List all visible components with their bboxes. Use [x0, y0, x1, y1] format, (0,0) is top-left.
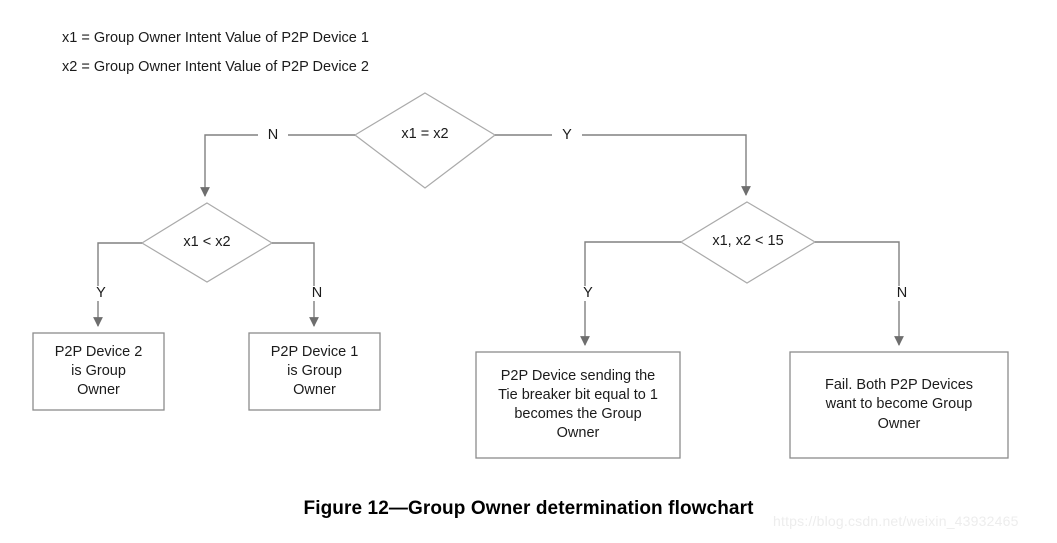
- edge-label-d3-no: N: [887, 286, 917, 301]
- box-fail-both-want-group-owner: [789, 351, 1009, 459]
- decision-x1-equals-x2: [353, 92, 497, 189]
- edge-label-d1-no: N: [258, 128, 288, 143]
- decision-x1-less-x2: [140, 202, 274, 283]
- edge-label-d2-yes: Y: [86, 286, 116, 301]
- box-p2p-device-2-is-group-owner: [32, 332, 165, 411]
- edge-d3-no: [815, 241, 904, 346]
- watermark-url: https://blog.csdn.net/weixin_43932465: [773, 513, 1019, 529]
- legend-line-x2: x2 = Group Owner Intent Value of P2P Dev…: [62, 59, 369, 75]
- legend-line-x1: x1 = Group Owner Intent Value of P2P Dev…: [62, 30, 369, 46]
- edge-d1-yes: [495, 134, 751, 196]
- box-tie-breaker-group-owner: [475, 351, 681, 459]
- edge-d3-yes: [580, 241, 681, 346]
- box-p2p-device-1-is-group-owner: [248, 332, 381, 411]
- decision-x1-x2-less-15: [679, 201, 817, 284]
- edge-d1-no: [200, 134, 355, 197]
- edge-label-d3-yes: Y: [573, 286, 603, 301]
- edge-label-d2-no: N: [302, 286, 332, 301]
- edge-d2-no: [272, 242, 319, 327]
- edge-label-d1-yes: Y: [552, 128, 582, 143]
- figure-caption: Figure 12—Group Owner determination flow…: [303, 498, 754, 519]
